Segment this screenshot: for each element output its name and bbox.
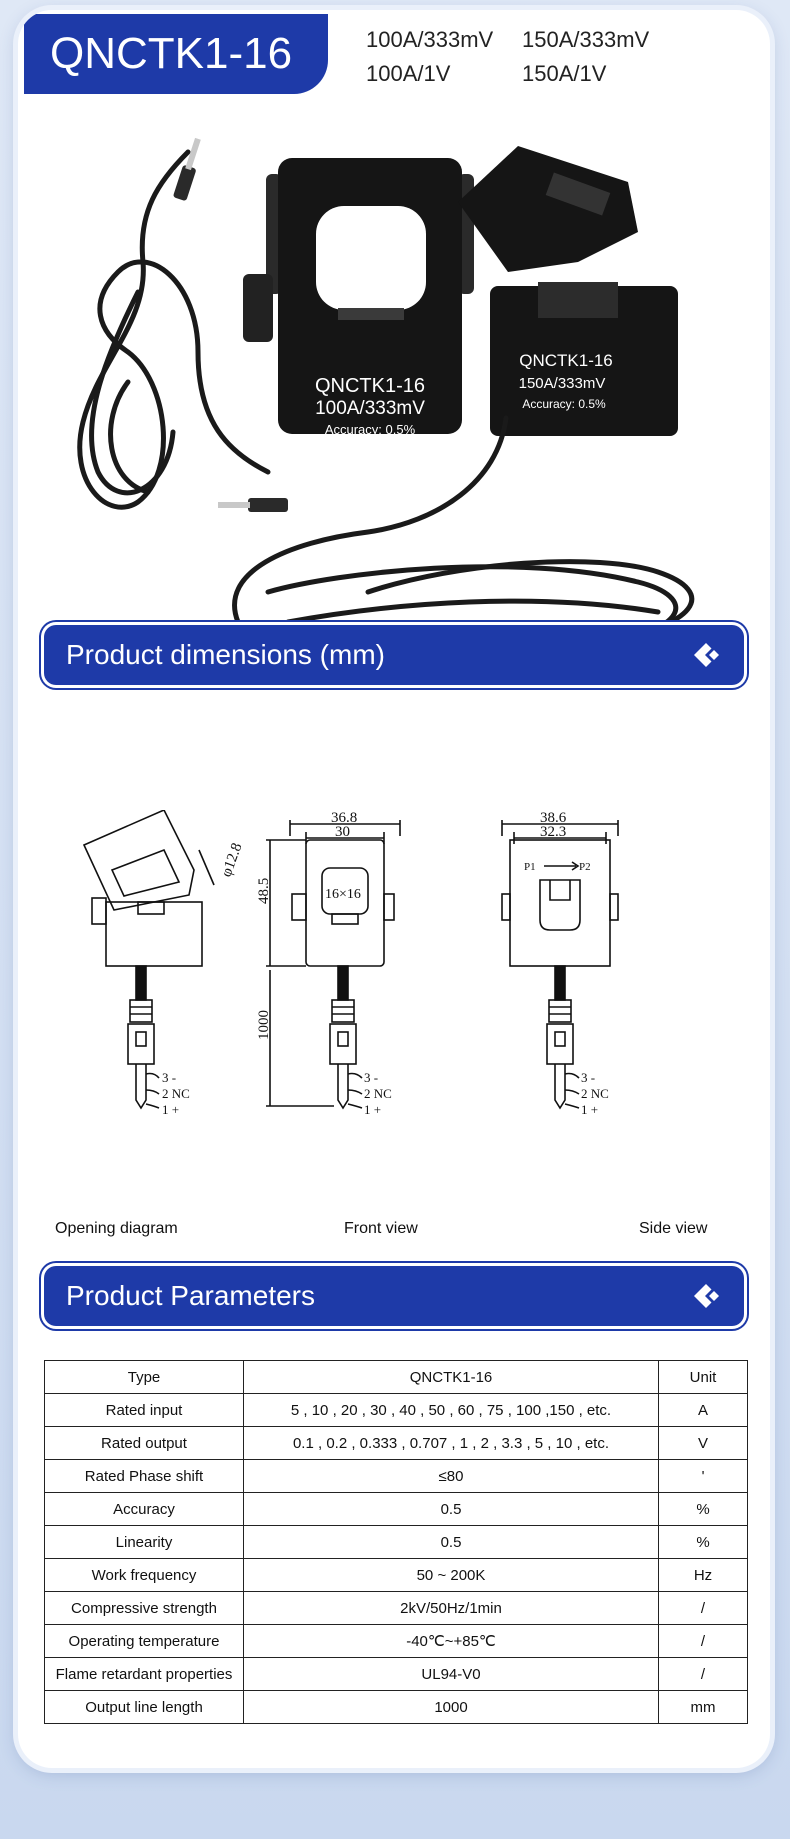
param-name-cell: Compressive strength: [44, 1591, 244, 1625]
dimension-drawings: φ12.8 36.8 30 16×16 48.5 1000 38.6 32.3 …: [82, 810, 619, 1117]
param-name-cell: Rated output: [44, 1426, 244, 1460]
side-outer-width: 38.6: [540, 810, 567, 826]
caption-front: Front view: [344, 1220, 418, 1237]
param-name-cell: Type: [44, 1360, 244, 1394]
param-unit-cell: %: [658, 1492, 748, 1526]
pin-label: 1 +: [364, 1102, 381, 1117]
param-unit-cell: /: [658, 1657, 748, 1691]
ct-open-model: QNCTK1-16: [519, 351, 613, 370]
pin-label: 3 -: [581, 1070, 595, 1085]
pin-label: 1 +: [581, 1102, 598, 1117]
product-card: QNCTK1-16 100A/333mV 150A/333mV 100A/1V …: [18, 10, 770, 1768]
param-value-cell: QNCTK1-16: [243, 1360, 659, 1394]
parameters-title: Product Parameters: [66, 1280, 315, 1311]
dimensions-header: Product dimensions (mm): [44, 625, 744, 685]
param-name-cell: Work frequency: [44, 1558, 244, 1592]
spec-item: 100A/1V: [366, 61, 451, 86]
front-height: 48.5: [256, 878, 272, 904]
param-value-cell: 0.5: [243, 1492, 659, 1526]
side-p2-label: P2: [579, 861, 591, 873]
param-name-cell: Accuracy: [44, 1492, 244, 1526]
front-inner-width: 30: [335, 824, 350, 840]
cable-right: [232, 415, 695, 658]
diamond-icon: [694, 643, 719, 667]
jack-left: [173, 137, 201, 201]
param-value-cell: -40℃~+85℃: [243, 1624, 659, 1658]
param-unit-cell: Hz: [658, 1558, 748, 1592]
parameters-header: Product Parameters: [44, 1266, 744, 1326]
param-unit-cell: ': [658, 1459, 748, 1493]
front-window-size: 16×16: [325, 887, 361, 902]
jack-right: [218, 498, 288, 512]
pin-label: 2 NC: [364, 1086, 392, 1101]
param-unit-cell: V: [658, 1426, 748, 1460]
spec-item: 150A/333mV: [522, 27, 650, 52]
ct-open-accuracy: Accuracy: 0.5%: [522, 397, 606, 411]
param-unit-cell: A: [658, 1393, 748, 1427]
side-p1-label: P1: [524, 861, 536, 873]
param-unit-cell: /: [658, 1591, 748, 1625]
param-value-cell: 2kV/50Hz/1min: [243, 1591, 659, 1625]
param-name-cell: Rated input: [44, 1393, 244, 1427]
ct-front-body: QNCTK1-16 100A/333mV Accuracy: 0.5%: [243, 158, 474, 437]
param-name-cell: Flame retardant properties: [44, 1657, 244, 1691]
spec-item: 100A/333mV: [366, 27, 494, 52]
param-name-cell: Operating temperature: [44, 1624, 244, 1658]
pin-label: 2 NC: [581, 1086, 609, 1101]
product-photo: QNCTK1-16 100A/333mV Accuracy: 0.5% QNCT…: [77, 137, 695, 658]
opening-diagram: [82, 810, 215, 1110]
param-value-cell: 1000: [243, 1690, 659, 1724]
ct-open-body: QNCTK1-16 150A/333mV Accuracy: 0.5%: [458, 146, 678, 436]
front-outer-width: 36.8: [331, 810, 357, 826]
ct-front-accuracy: Accuracy: 0.5%: [325, 422, 416, 437]
param-value-cell: UL94-V0: [243, 1657, 659, 1691]
pin-label: 3 -: [364, 1070, 378, 1085]
pin-label: 2 NC: [162, 1086, 190, 1101]
side-view: [501, 820, 619, 1110]
param-value-cell: 0.5: [243, 1525, 659, 1559]
param-value-cell: ≤80: [243, 1459, 659, 1493]
diamond-icon: [694, 1284, 719, 1308]
ct-open-rating: 150A/333mV: [519, 375, 606, 392]
param-unit-cell: /: [658, 1624, 748, 1658]
cable-left: [77, 149, 271, 510]
ct-front-model: QNCTK1-16: [315, 375, 425, 397]
model-badge: QNCTK1-16: [24, 14, 328, 94]
param-unit-cell: %: [658, 1525, 748, 1559]
param-value-cell: 50 ~ 200K: [243, 1558, 659, 1592]
spec-item: 150A/1V: [522, 61, 607, 86]
param-value-cell: 5 , 10 , 20 , 30 , 40 , 50 , 60 , 75 , 1…: [243, 1393, 659, 1427]
opening-dim-label: φ12.8: [219, 841, 246, 879]
dimensions-title: Product dimensions (mm): [66, 639, 385, 670]
table-row: Operating temperature-40℃~+85℃/: [44, 1624, 748, 1658]
caption-side: Side view: [639, 1220, 708, 1237]
caption-opening: Opening diagram: [55, 1220, 178, 1237]
table-row: Rated Phase shift≤80': [44, 1459, 748, 1493]
param-unit-cell: Unit: [658, 1360, 748, 1394]
cable-length: 1000: [256, 1010, 272, 1040]
front-view: [266, 820, 401, 1110]
param-unit-cell: mm: [658, 1690, 748, 1724]
param-name-cell: Rated Phase shift: [44, 1459, 244, 1493]
param-name-cell: Linearity: [44, 1525, 244, 1559]
ct-front-rating: 100A/333mV: [315, 398, 425, 419]
param-name-cell: Output line length: [44, 1690, 244, 1724]
pin-label: 1 +: [162, 1102, 179, 1117]
pin-label: 3 -: [162, 1070, 176, 1085]
side-inner-width: 32.3: [540, 824, 566, 840]
param-value-cell: 0.1 , 0.2 , 0.333 , 0.707 , 1 , 2 , 3.3 …: [243, 1426, 659, 1460]
spec-list: 100A/333mV 150A/333mV 100A/1V 150A/1V: [366, 26, 682, 88]
